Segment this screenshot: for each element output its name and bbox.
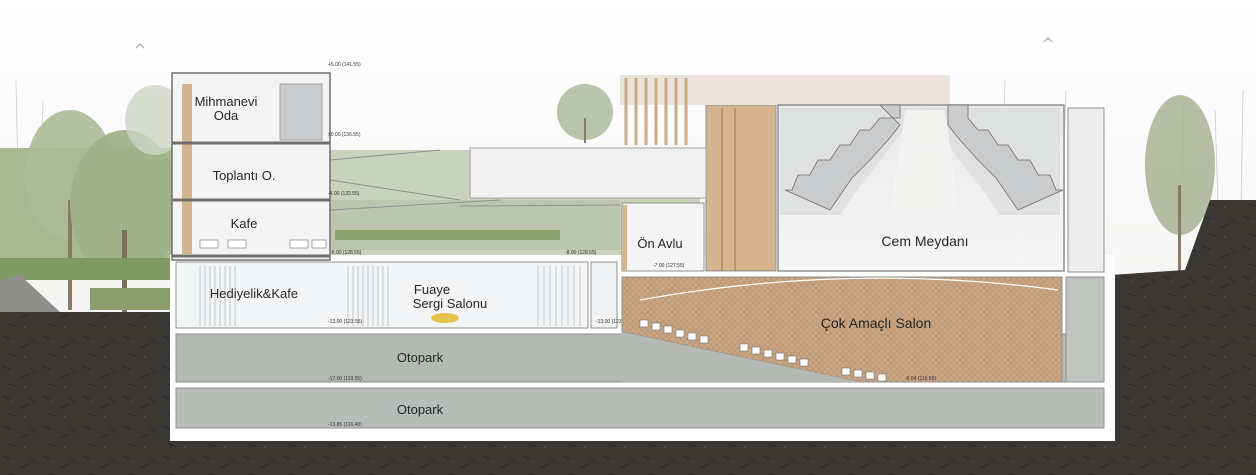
stair-core — [279, 83, 323, 141]
otopark-lower — [175, 387, 1105, 429]
bird-right — [1043, 36, 1053, 43]
on-avlu — [621, 202, 705, 272]
hedge-lower — [90, 288, 170, 310]
level-otopark-upper: -17.00 (119.55) — [328, 376, 362, 382]
ramps — [329, 149, 621, 211]
on-avlu-wall — [622, 205, 627, 271]
fuaye-label: Fuaye — [414, 282, 450, 297]
level-roof: +5.00 (141.55) — [328, 62, 361, 68]
tree-left-3 — [125, 85, 185, 155]
auditorium-slab — [622, 332, 860, 382]
mihmanevi-label: Mihmanevi — [195, 94, 258, 109]
cem-label: Cem Meydanı — [881, 233, 968, 249]
glass-curtains — [199, 266, 581, 326]
right-shaft — [1065, 276, 1105, 383]
hediyelik-label: Hediyelik&Kafe — [210, 286, 298, 301]
cok-amacli-salon — [621, 276, 1063, 383]
toplanti-label: Toplantı O. — [213, 168, 276, 183]
rock-left — [0, 275, 60, 312]
kafe-tables — [199, 239, 327, 249]
sergi-label: Sergi Salonu — [413, 296, 487, 311]
cem-light-shaft — [890, 110, 960, 215]
oda-label: Oda — [214, 108, 239, 123]
level-otopark-lower: -13.85 (116.40) — [328, 422, 362, 428]
cem-stepped-roof — [784, 104, 1064, 211]
bird-left — [135, 42, 145, 49]
acoustic-panel — [639, 277, 1059, 301]
timber-tower — [705, 104, 777, 272]
otopark-upper-label: Otopark — [397, 350, 444, 365]
sculpture — [431, 313, 459, 323]
level-salon: -9.04 (119.59) — [905, 376, 936, 382]
cok-amacli-label: Çok Amaçlı Salon — [821, 315, 932, 331]
otopark-lower-label: Otopark — [397, 402, 444, 417]
pergola — [624, 78, 688, 145]
auditorium-seats — [639, 319, 887, 382]
roof-terrace — [620, 75, 950, 105]
on-avlu-label: Ön Avlu — [637, 236, 682, 251]
timber-fins — [721, 108, 736, 271]
hediyelik-fuaye-floor — [175, 261, 589, 329]
tree-right — [1145, 95, 1215, 280]
level-4: -4.00 (132.55) — [328, 191, 360, 197]
courtyard-hedge — [335, 230, 560, 240]
earth-bottom — [170, 440, 1115, 475]
level-fuaye-top: -8.00 (128.55) — [565, 250, 597, 256]
middle-block — [469, 147, 707, 199]
level-shaft: -13.00 (123.55) — [596, 319, 631, 325]
level-on-avlu: -7.00 (127.55) — [653, 263, 685, 269]
level-courtyard: -8.00 (128.55) — [330, 250, 362, 256]
kafe-label: Kafe — [231, 216, 258, 231]
cem-side-room — [1067, 107, 1105, 273]
tree-center — [557, 84, 613, 143]
level-fuaye: -13.00 (123.55) — [328, 319, 363, 325]
left-tower-timber — [182, 84, 192, 254]
level-00: ±0.00 (136.55) — [328, 132, 361, 138]
ground-right — [1110, 200, 1256, 475]
hedge-upper — [0, 258, 170, 280]
service-shaft — [590, 261, 618, 329]
